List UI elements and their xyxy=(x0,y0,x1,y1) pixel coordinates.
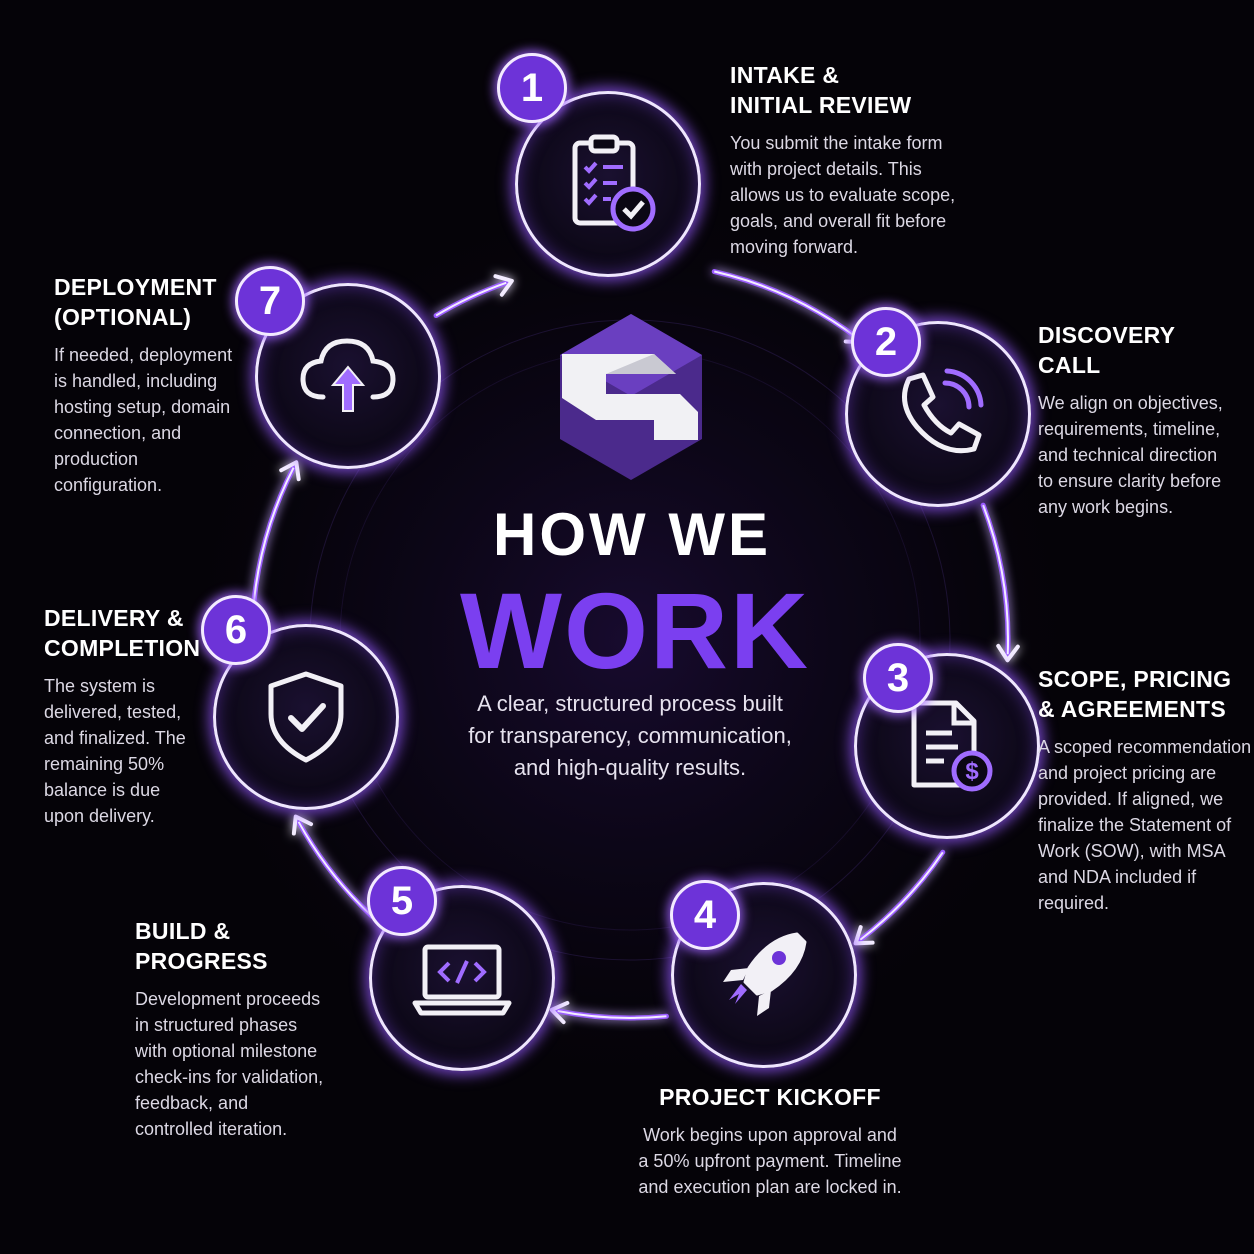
connector-arc-core-3 xyxy=(859,851,944,941)
step-3-description: A scoped recommendation and project pric… xyxy=(1038,737,1252,913)
step-2-title: DISCOVERY CALL xyxy=(1038,322,1176,378)
step-6-badge: 6 xyxy=(201,595,271,665)
step-5-node xyxy=(369,885,555,1071)
step-1-badge: 1 xyxy=(497,53,567,123)
shield-check-icon xyxy=(268,671,344,763)
step-5-badge: 5 xyxy=(367,866,437,936)
step-2-badge: 2 xyxy=(851,307,921,377)
step-2-description: We align on objectives, requirements, ti… xyxy=(1038,393,1223,517)
step-5-description: Development proceeds in structured phase… xyxy=(135,989,324,1139)
company-logo xyxy=(560,314,702,480)
connector-arrowhead-3 xyxy=(853,925,875,946)
step-3-badge: 3 xyxy=(863,643,933,713)
step-5-title: BUILD & PROGRESS xyxy=(135,918,268,974)
step-5-text: BUILD & PROGRESS Development proceeds in… xyxy=(135,916,360,1142)
connector-arc-core-5 xyxy=(297,821,373,917)
connector-arrowhead-5 xyxy=(291,814,314,836)
step-4-text: PROJECT KICKOFF Work begins upon approva… xyxy=(620,1082,920,1200)
step-3-text: SCOPE, PRICING & AGREEMENTS A scoped rec… xyxy=(1038,664,1254,916)
connector-arc-core-4 xyxy=(557,1010,667,1019)
step-6-description: The system is delivered, tested, and fin… xyxy=(44,676,186,826)
connector-arc-core-2 xyxy=(982,504,1009,655)
step-7-title: DEPLOYMENT (OPTIONAL) xyxy=(54,274,217,330)
rocket-icon xyxy=(723,932,807,1016)
cloud-upload-icon xyxy=(300,338,396,412)
step-4-title: PROJECT KICKOFF xyxy=(659,1084,881,1110)
step-6-title: DELIVERY & COMPLETION xyxy=(44,605,201,661)
page-title-line1: HOW WE xyxy=(493,501,771,568)
document-dollar-icon: $ xyxy=(911,700,993,792)
clipboard-check-icon xyxy=(572,134,656,232)
step-4-description: Work begins upon approval and a 50% upfr… xyxy=(638,1125,902,1197)
step-6-text: DELIVERY & COMPLETION The system is deli… xyxy=(44,603,209,829)
connector-arrowhead-6 xyxy=(279,460,301,482)
step-7-text: DEPLOYMENT (OPTIONAL) If needed, deploym… xyxy=(54,272,239,498)
connector-arc-core-1 xyxy=(714,270,859,340)
phone-icon xyxy=(902,368,984,454)
connector-arrowhead-2 xyxy=(996,643,1020,663)
svg-text:$: $ xyxy=(965,758,979,785)
page-subtitle: A clear, structured process built for tr… xyxy=(468,691,792,780)
step-4-badge: 4 xyxy=(670,880,740,950)
step-3-title: SCOPE, PRICING & AGREEMENTS xyxy=(1038,666,1232,722)
connector-arc-core-7 xyxy=(435,281,507,317)
laptop-code-icon xyxy=(412,944,512,1016)
step-7-badge: 7 xyxy=(235,266,305,336)
step-7-description: If needed, deployment is handled, includ… xyxy=(54,345,233,495)
step-1-node xyxy=(515,91,701,277)
connector-arrowhead-4 xyxy=(549,1000,570,1025)
step-1-description: You submit the intake form with project … xyxy=(730,133,956,257)
step-1-title: INTAKE & INITIAL REVIEW xyxy=(730,62,912,118)
step-2-text: DISCOVERY CALL We align on objectives, r… xyxy=(1038,320,1248,520)
page-title-line2: WORK xyxy=(460,570,810,691)
step-1-text: INTAKE & INITIAL REVIEW You submit the i… xyxy=(730,60,980,260)
connector-arrowhead-7 xyxy=(493,274,514,297)
